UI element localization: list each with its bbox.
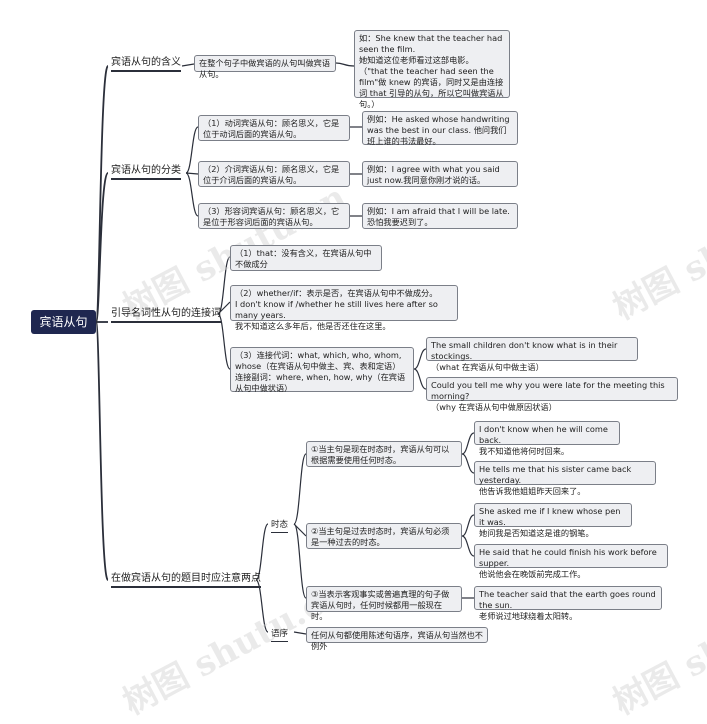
- category-adjective: （3）形容词宾语从句：顾名思义，它是位于形容词后面的宾语从句。: [198, 203, 350, 229]
- tense-universal-truth: ③当表示客观事实或普遍真理的句子做宾语从句时，任何时候都用一般现在时。: [306, 586, 462, 621]
- category-preposition-example: 例如：I agree with what you said just now.我…: [362, 161, 518, 187]
- connective-that: （1）that：没有含义，在宾语从句中不做成分: [230, 245, 382, 271]
- tense-universal-example: The teacher said that the earth goes rou…: [474, 586, 662, 621]
- connective-example-why: Could you tell me why you were late for …: [426, 377, 678, 412]
- tense-past-example-2: He said that he could finish his work be…: [474, 544, 668, 579]
- branch-categories: 宾语从句的分类: [111, 165, 181, 180]
- category-verb-example: 例如：He asked whose handwriting was the be…: [362, 111, 518, 146]
- connector-lines: [95, 62, 475, 635]
- tense-past-example-1: She asked me if I knew whose pen it was.…: [474, 503, 632, 538]
- tense-present: ①当主句是现在时态时，宾语从句可以根据需要使用任何时态。: [306, 441, 462, 467]
- root-node: 宾语从句: [31, 310, 96, 334]
- connective-whether-if: （2）whether/if：表示是否，在宾语从句中不做成分。 I don't k…: [230, 285, 458, 331]
- category-preposition: （2）介词宾语从句：顾名思义，它是位于介词后面的宾语从句。: [198, 161, 350, 187]
- category-verb: （1）动词宾语从句：顾名思义，它是位于动词后面的宾语从句。: [198, 115, 350, 141]
- connective-example-what: The small children don't know what is in…: [426, 337, 638, 372]
- connective-pronouns-adverbs: （3）连接代词：what, which, who, whom, whose（在宾…: [230, 347, 414, 393]
- category-adjective-example: 例如：I am afraid that I will be late. 恐怕我要…: [362, 203, 518, 229]
- word-order-rule: 任何从句都使用陈述句语序，宾语从句当然也不例外: [306, 627, 488, 651]
- tense-present-example-1: I don't know when he will come back. 我不知…: [474, 421, 620, 456]
- meaning-definition: 在整个句子中做宾语的从句叫做宾语从句。: [194, 55, 336, 79]
- branch-meaning: 宾语从句的含义: [111, 57, 181, 72]
- branch-connectives: 引导名词性从句的连接词: [111, 308, 221, 323]
- tense-label: 时态: [271, 520, 289, 533]
- branch-notes: 在做宾语从句的题目时应注意两点: [111, 573, 261, 588]
- tense-present-example-2: He tells me that his sister came back ye…: [474, 461, 656, 496]
- tense-past: ②当主句是过去时态时，宾语从句必须是一种过去的时态。: [306, 523, 462, 549]
- meaning-example: 如：She knew that the teacher had seen the…: [354, 30, 510, 109]
- order-label: 语序: [271, 629, 289, 642]
